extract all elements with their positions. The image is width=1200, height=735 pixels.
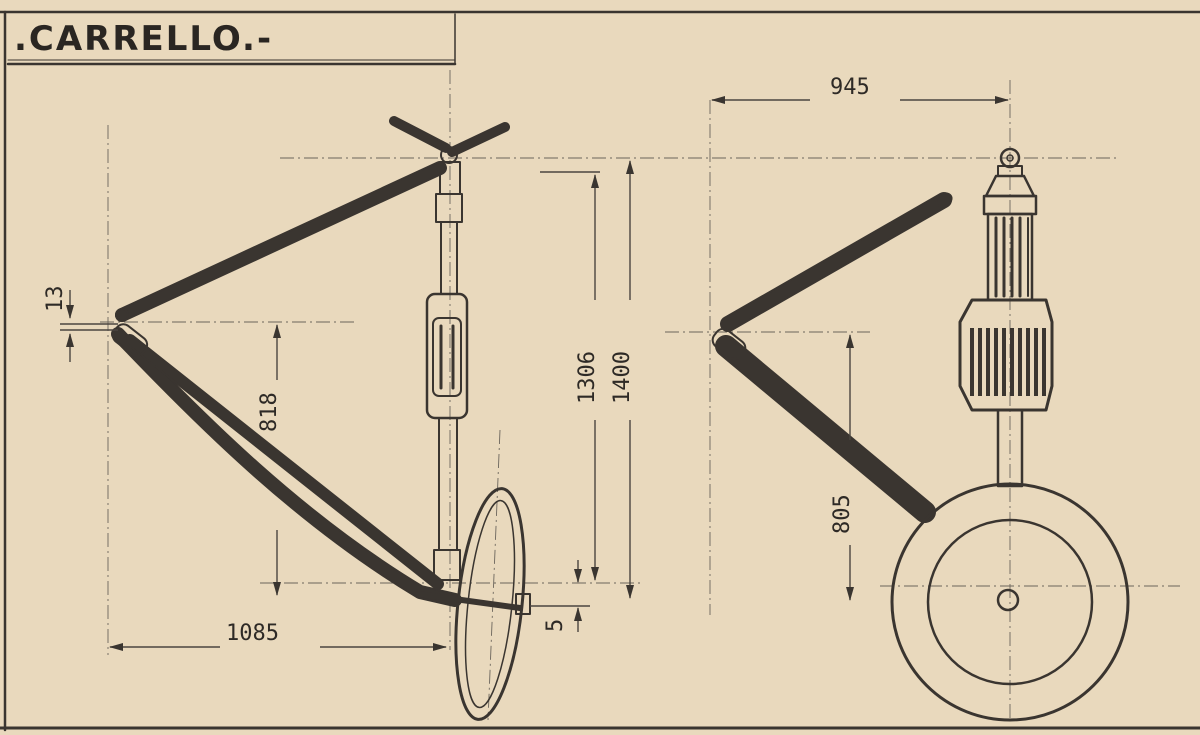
front-upper-arm [720,192,953,332]
dim-805-label: 805 [830,494,855,534]
dim-13-label: 13 [43,286,68,313]
dim-818: 818 [257,324,282,596]
upper-radius-rod [115,161,447,322]
dim-1400-label: 1400 [610,351,635,404]
drawing-title: .CARRELLO.- [14,19,273,59]
dim-805: 805 [830,334,855,601]
front-wheel [890,482,1130,722]
side-view: 13 818 1306 1400 5 [43,70,1120,721]
front-lower-arm [711,327,936,523]
dim-5-label: 5 [543,619,568,632]
side-wheel [415,487,531,721]
dim-1306: 1306 [540,171,600,581]
dim-5: 5 [530,560,590,632]
front-shock-absorber [958,147,1054,488]
dim-1306-label: 1306 [575,351,600,404]
top-pivot [389,116,510,164]
dim-13: 13 [43,286,118,362]
dim-1085-label: 1085 [226,621,279,646]
dim-1400: 1400 [610,160,635,599]
main-strut [425,161,469,581]
dim-945-label: 945 [830,75,870,100]
front-view: 945 805 [665,75,1180,722]
dim-945: 945 [711,75,1009,104]
lower-drag-strut [111,323,462,607]
dim-1085: 1085 [109,621,447,651]
dim-818-label: 818 [257,392,282,432]
sheet-frame [0,10,1200,732]
